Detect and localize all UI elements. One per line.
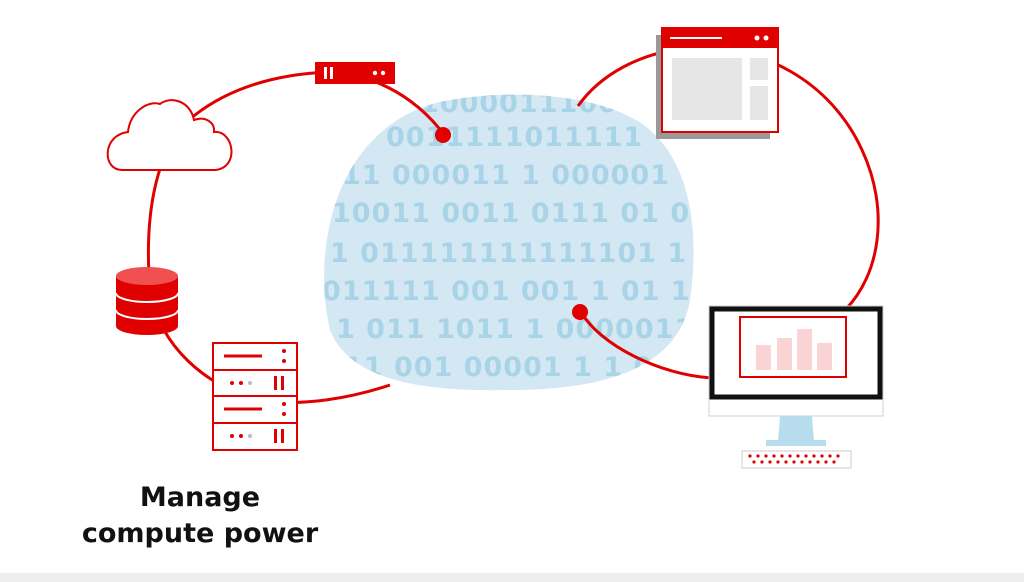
binary-line: 11 000011 1 000001 1 [342, 160, 700, 191]
desktop-monitor-icon [708, 305, 884, 446]
data-blob: 1000011100001 0011111011111 11 000011 1 … [322, 88, 741, 391]
cloud-icon [106, 99, 233, 171]
network-switch-icon [315, 62, 395, 84]
keyboard-icon [741, 450, 852, 469]
caption-line: Manage [139, 482, 261, 513]
right-loop-connector [576, 46, 880, 312]
binary-line: 11 001 00001 1 1 00 [344, 352, 673, 383]
binary-line: 0011111011111 [386, 122, 643, 153]
binary-line: 1 011111111111101 1 [330, 238, 687, 269]
browser-window-icon [656, 27, 779, 139]
binary-line: 011111 001 001 1 01 1 00 [322, 276, 741, 307]
caption: Manage compute power [50, 480, 350, 552]
blob-to-monitor-connector [579, 311, 713, 380]
binary-text: 1000011100001 0011111011111 11 000011 1 … [322, 88, 741, 383]
binary-line: 1000011100001 [420, 88, 677, 119]
connection-dot [572, 304, 588, 320]
server-rack-icon [212, 342, 298, 451]
caption-line: compute power [81, 518, 319, 549]
connection-dot [435, 127, 451, 143]
binary-line: 10011 0011 0111 01 01 [332, 198, 710, 229]
bottom-strip [0, 573, 1024, 582]
binary-line: 1 011 1011 1 0000011 1 [336, 314, 724, 345]
database-icon [115, 267, 179, 335]
